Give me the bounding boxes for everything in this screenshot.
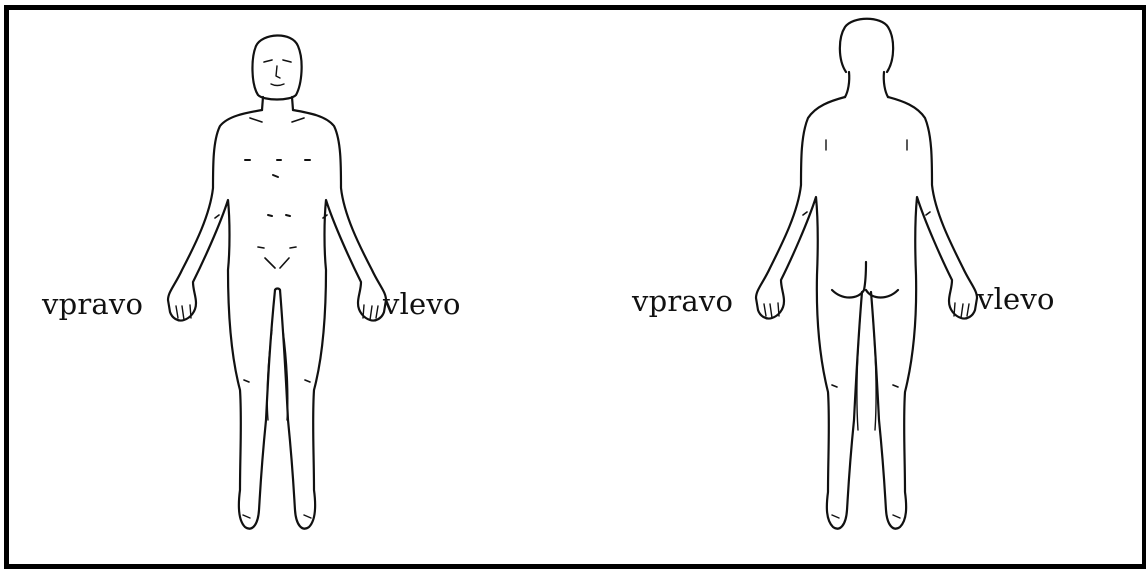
front-left-label: vlevo [383, 290, 461, 319]
back-body-figure [756, 19, 977, 529]
back-right-label: vpravo [632, 287, 733, 316]
front-body-figure [168, 35, 386, 528]
front-right-label: vpravo [42, 290, 143, 319]
back-left-label: vlevo [977, 285, 1055, 314]
